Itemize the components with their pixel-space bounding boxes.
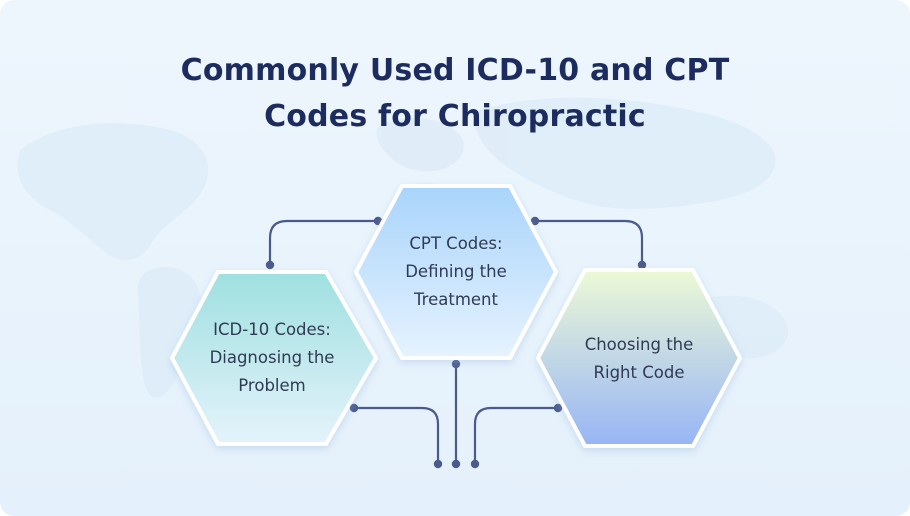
hexagon-label-line: Defining the	[405, 262, 507, 281]
hexagon-label-line: Right Code	[593, 363, 685, 382]
connector-cpt-to-choosing	[533, 219, 644, 267]
hexagon-choosing	[536, 268, 742, 448]
hexagon-icd10	[170, 270, 378, 446]
hexagon-label-choosing: Choosing the Right Code	[551, 331, 727, 387]
connector-dot	[553, 403, 563, 413]
hexagon-label-cpt: CPT Codes: Defining the Treatment	[368, 230, 544, 314]
connector-dot	[530, 216, 540, 226]
connector-dot	[349, 403, 359, 413]
connector-dot	[451, 359, 461, 369]
hexagon-label-line: Diagnosing the	[209, 348, 335, 367]
connector-dot	[433, 459, 443, 469]
connector-dot	[637, 260, 647, 270]
hexagon-label-line: CPT Codes:	[409, 234, 503, 253]
title-line-1: Commonly Used ICD-10 and CPT	[180, 53, 730, 88]
connector-dot	[265, 260, 275, 270]
page-title: Commonly Used ICD-10 and CPT Codes for C…	[0, 48, 910, 140]
hexagon-label-icd10: ICD-10 Codes: Diagnosing the Problem	[184, 316, 360, 400]
connector-choosing-to-bottom	[473, 406, 560, 466]
hexagon-label-line: Treatment	[414, 290, 498, 309]
connector-icd-to-bottom	[352, 406, 440, 466]
hexagon-label-line: ICD-10 Codes:	[213, 320, 331, 339]
connector-cpt-to-icd	[268, 219, 380, 267]
hexagon-label-line: Problem	[238, 376, 306, 395]
connector-dot	[451, 459, 461, 469]
connector-dot	[470, 459, 480, 469]
hexagon-label-line: Choosing the	[584, 335, 694, 354]
title-line-2: Codes for Chiropractic	[264, 99, 646, 134]
hexagon-cpt	[354, 184, 558, 360]
